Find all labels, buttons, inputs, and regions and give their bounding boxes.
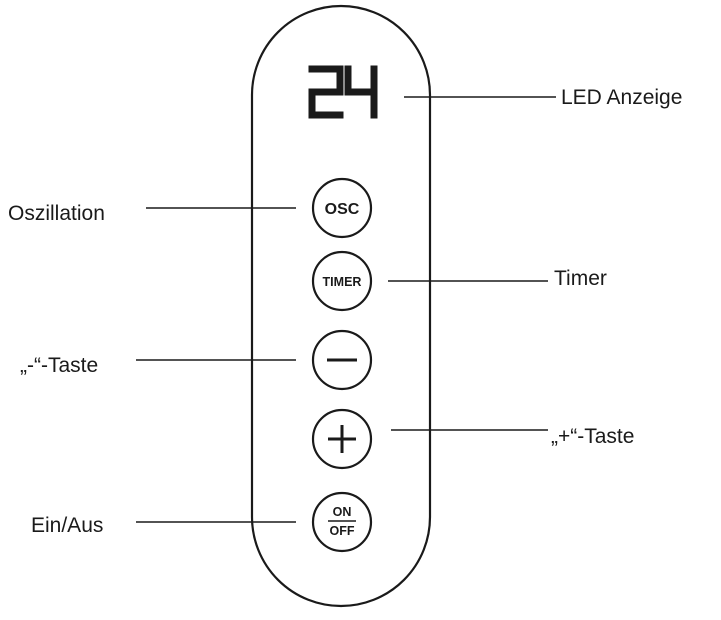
osc-button-label: OSC (325, 201, 360, 218)
plus-button[interactable] (311, 408, 373, 470)
oscillation-label: Oszillation (8, 202, 105, 225)
osc-button[interactable]: OSC (311, 177, 373, 239)
power-button-on-label: ON (333, 505, 352, 519)
remote-body (250, 4, 432, 608)
minus-button[interactable] (311, 329, 373, 391)
led-digit-4 (344, 65, 378, 119)
led-display-label: LED Anzeige (561, 86, 683, 109)
timer-label: Timer (554, 267, 607, 290)
power-button[interactable]: ON OFF (311, 491, 373, 553)
leader-lines (136, 96, 556, 523)
led-digit-2 (308, 65, 344, 119)
led-display (308, 65, 378, 119)
timer-button-label: TIMER (323, 275, 362, 289)
timer-button[interactable]: TIMER (311, 250, 373, 312)
plus-key-label: „+“-Taste (551, 425, 635, 448)
power-label: Ein/Aus (31, 514, 104, 537)
plus-icon (328, 425, 356, 453)
power-button-off-label: OFF (330, 524, 355, 538)
minus-key-label: „-“-Taste (20, 354, 99, 377)
